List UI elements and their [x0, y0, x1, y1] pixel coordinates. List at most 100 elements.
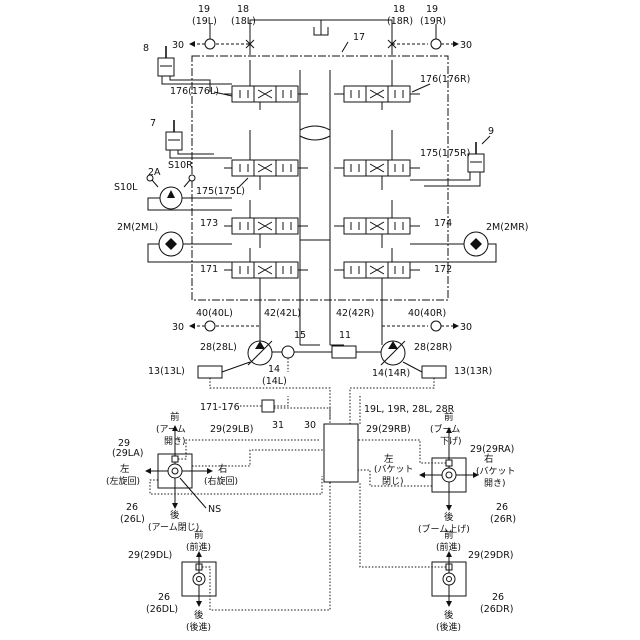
- travel-motor-2ml-icon: [148, 232, 232, 262]
- label-30-mid-right: 30: [460, 322, 472, 333]
- label-18: 18: [237, 4, 249, 15]
- controller-30: [324, 424, 358, 482]
- label-30-controller: 30: [304, 420, 316, 431]
- label-26l: (26L): [120, 514, 145, 525]
- dir-left-right: 右: [218, 463, 228, 475]
- dir-right-front-sub1: (ブーム: [430, 423, 460, 435]
- label-26-dl: 26: [158, 592, 170, 603]
- label-18l: (18L): [231, 16, 256, 27]
- label-14l: (14L): [262, 376, 287, 387]
- label-176r: 176(176R): [420, 74, 470, 85]
- label-26: 26: [126, 502, 138, 513]
- travel-motor-2mr-icon: [410, 232, 496, 262]
- label-171: 171: [200, 264, 218, 275]
- lever-29dr-icon[interactable]: [443, 573, 455, 585]
- label-s10l: S10L: [114, 182, 138, 193]
- dir-right-left: 左: [384, 453, 394, 465]
- label-30-top-left: 30: [172, 40, 184, 51]
- dir-right-front-sub2: 下げ): [440, 436, 462, 447]
- cylinder-7-icon: [166, 120, 232, 158]
- pump-14r-icon: [381, 341, 405, 365]
- label-174: 174: [434, 218, 452, 229]
- lever-29r-icon[interactable]: [442, 468, 456, 482]
- valve-174: [334, 200, 420, 248]
- dir-right-front: 前: [444, 411, 454, 423]
- label-9: 9: [488, 126, 494, 137]
- label-26r: (26R): [490, 514, 516, 525]
- dir-dr-front: 前: [444, 529, 454, 541]
- label-18r: (18R): [387, 16, 413, 27]
- label-26dr: (26DR): [480, 604, 513, 615]
- label-176l: 176(176L): [170, 86, 219, 97]
- valve-175l: [224, 130, 308, 190]
- valve-176r: [334, 70, 420, 110]
- label-15: 15: [294, 330, 306, 341]
- pump-14l-icon: [248, 341, 272, 365]
- dir-right-right-sub1: (バケット: [476, 466, 516, 477]
- label-11: 11: [339, 330, 351, 341]
- dir-dr-back-sub: (後進): [436, 621, 461, 633]
- dir-dr-back: 後: [444, 609, 454, 621]
- valve-172: [334, 248, 420, 300]
- label-ns: NS: [208, 504, 221, 515]
- label-175l: 175(175L): [196, 186, 245, 197]
- label-14r: 14(14R): [372, 368, 410, 379]
- valve-175r: [334, 130, 420, 190]
- label-8: 8: [143, 43, 149, 54]
- label-17: 17: [353, 32, 365, 43]
- dir-right-left-sub1: (バケット: [374, 464, 414, 475]
- lever-29dl-icon[interactable]: [193, 573, 205, 585]
- label-30-mid-left: 30: [172, 322, 184, 333]
- tank-icon: [314, 20, 328, 35]
- dir-dr-front-sub: (前進): [436, 541, 461, 553]
- label-2ml: 2M(2ML): [117, 222, 158, 233]
- dir-dl-front: 前: [194, 529, 204, 541]
- lever-29l-icon[interactable]: [168, 464, 182, 478]
- label-2mr: 2M(2MR): [486, 222, 529, 233]
- dir-left-back-sub: (アーム閉じ): [148, 522, 199, 533]
- dir-left-front-sub1: (アーム: [156, 424, 186, 435]
- regulator-13r-icon: [422, 366, 446, 378]
- label-29la: (29LA): [112, 448, 144, 459]
- label-171-176: 171-176: [200, 402, 240, 413]
- label-7: 7: [150, 118, 156, 129]
- label-26-dr: 26: [492, 592, 504, 603]
- engine-11-icon: [332, 346, 356, 358]
- label-19-right: 19: [426, 4, 438, 15]
- pump-lines: [260, 300, 382, 345]
- label-19: 19: [198, 4, 210, 15]
- label-172: 172: [434, 264, 452, 275]
- label-18-right: 18: [393, 4, 405, 15]
- label-40l: 40(40L): [196, 308, 233, 319]
- label-29dl: 29(29DL): [128, 550, 172, 561]
- label-29ra: 29(29RA): [470, 444, 514, 455]
- label-2a: 2A: [148, 167, 161, 178]
- dir-dl-front-sub: (前進): [186, 541, 211, 553]
- dir-left-left-sub: (左旋回): [106, 475, 140, 487]
- dir-left-right-sub: (右旋回): [204, 475, 238, 487]
- regulator-13l-icon: [198, 366, 222, 378]
- sensor-19r-icon: [431, 39, 441, 49]
- label-26-right: 26: [496, 502, 508, 513]
- dir-right-left-sub2: 閉じ): [382, 476, 404, 487]
- valve-176l: [224, 70, 308, 110]
- label-13r: 13(13R): [454, 366, 492, 377]
- dir-dl-back: 後: [194, 609, 204, 621]
- label-175r: 175(175R): [420, 148, 470, 159]
- label-31: 31: [272, 420, 284, 431]
- label-28l: 28(28L): [200, 342, 237, 353]
- label-28r: 28(28R): [414, 342, 452, 353]
- label-42l: 42(42L): [264, 308, 301, 319]
- label-173: 173: [200, 218, 218, 229]
- dir-dl-back-sub: (後進): [186, 621, 211, 633]
- dir-right-back: 後: [444, 511, 454, 523]
- label-29lb: 29(29LB): [210, 424, 253, 435]
- label-s10r: S10R: [168, 160, 193, 171]
- cylinder-9-icon: [410, 136, 490, 186]
- solenoid-31-icon: [262, 400, 274, 412]
- sensor-28r-icon: [431, 321, 441, 331]
- label-14: 14: [268, 364, 280, 375]
- label-19r: (19R): [420, 16, 446, 27]
